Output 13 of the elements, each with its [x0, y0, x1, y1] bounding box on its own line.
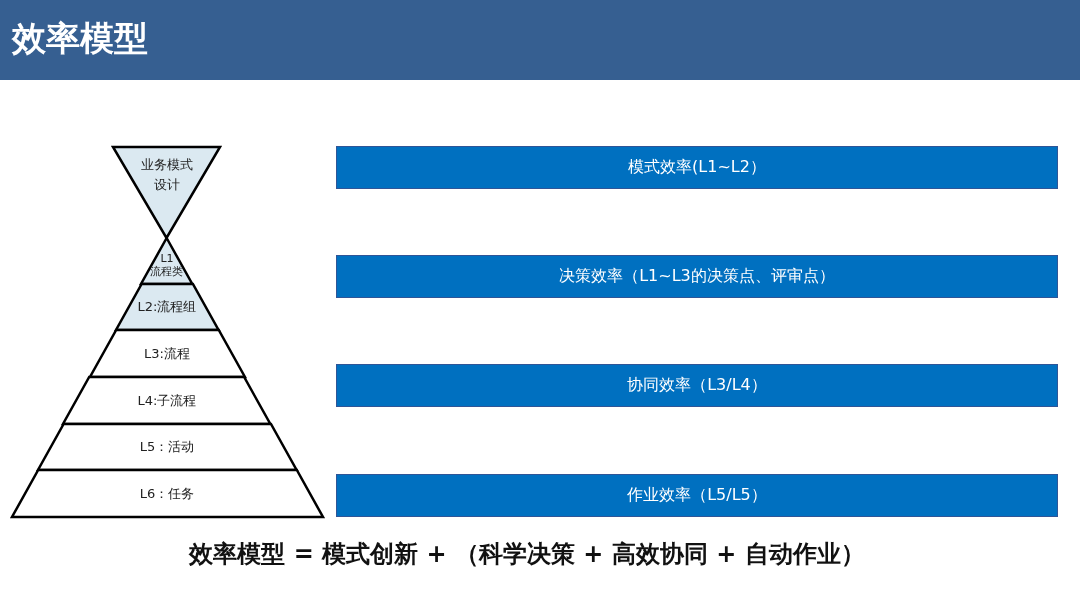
layer-label: 业务模式设计 — [139, 156, 194, 194]
efficiency-bar: 模式效率(L1~L2） — [336, 146, 1058, 189]
layer-label: L4:子流程 — [136, 392, 198, 409]
efficiency-bar: 协同效率（L3/L4） — [336, 364, 1058, 407]
page-title: 效率模型 — [12, 17, 148, 60]
layer-label: L2:流程组 — [136, 299, 198, 315]
efficiency-bar: 作业效率（L5/L5） — [336, 474, 1058, 517]
layer-label: L1 流程类 — [149, 252, 185, 278]
formula-caption: 效率模型 = 模式创新 + （科学决策 + 高效协同 + 自动作业） — [187, 539, 866, 570]
efficiency-bar: 决策效率（L1~L3的决策点、评审点） — [336, 255, 1058, 298]
layer-label: L3:流程 — [143, 345, 191, 362]
layer-label: L5：活动 — [138, 439, 196, 455]
layer-label: L6：任务 — [138, 485, 196, 502]
